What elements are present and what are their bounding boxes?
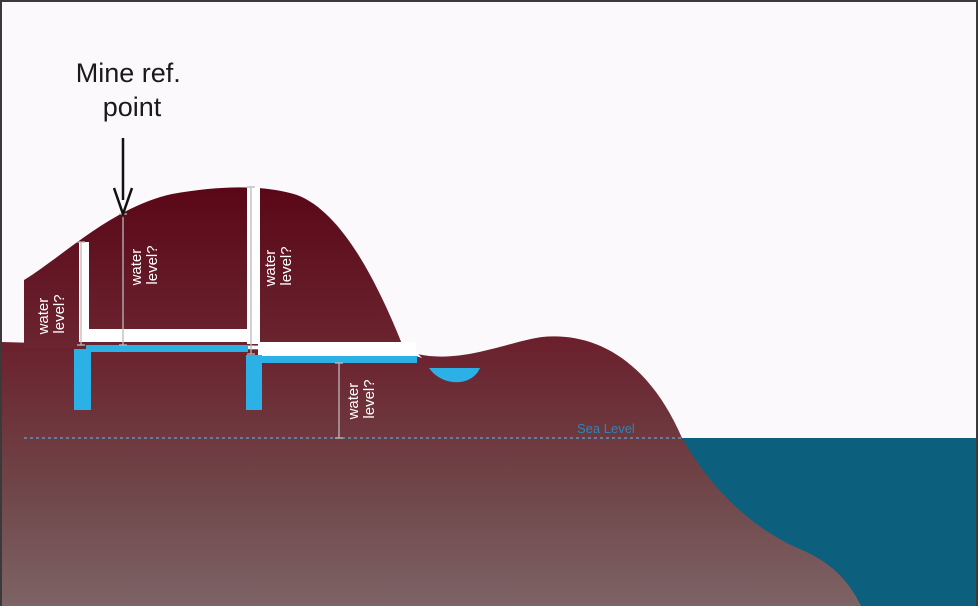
- water-left-sump: [74, 349, 91, 410]
- sea-level-label: Sea Level: [577, 421, 635, 436]
- upper-tunnel: [86, 329, 251, 342]
- water-upper-level: [86, 345, 248, 352]
- measure-guide-middle: [247, 186, 255, 355]
- mine-ref-point-label: Mine ref. point: [76, 58, 189, 122]
- water-level-label-1: water level?: [35, 294, 68, 336]
- lower-tunnel: [258, 342, 416, 356]
- measure-guide-left: [77, 241, 85, 346]
- upper-hill: [24, 187, 402, 348]
- lower-ground: [2, 336, 861, 606]
- left-shaft: [79, 242, 89, 342]
- tunnel-end: [404, 342, 422, 358]
- water-level-label-4: water level?: [345, 379, 378, 421]
- water-level-label-3: water level?: [262, 246, 295, 288]
- water-middle-sump: [246, 355, 262, 410]
- water-level-label-2: water level?: [128, 245, 161, 287]
- water-lower-level: [260, 356, 417, 363]
- down-arrow-icon: [112, 138, 134, 218]
- measure-guide-sea: [335, 362, 343, 439]
- middle-shaft: [247, 187, 260, 344]
- water-pond: [429, 368, 480, 383]
